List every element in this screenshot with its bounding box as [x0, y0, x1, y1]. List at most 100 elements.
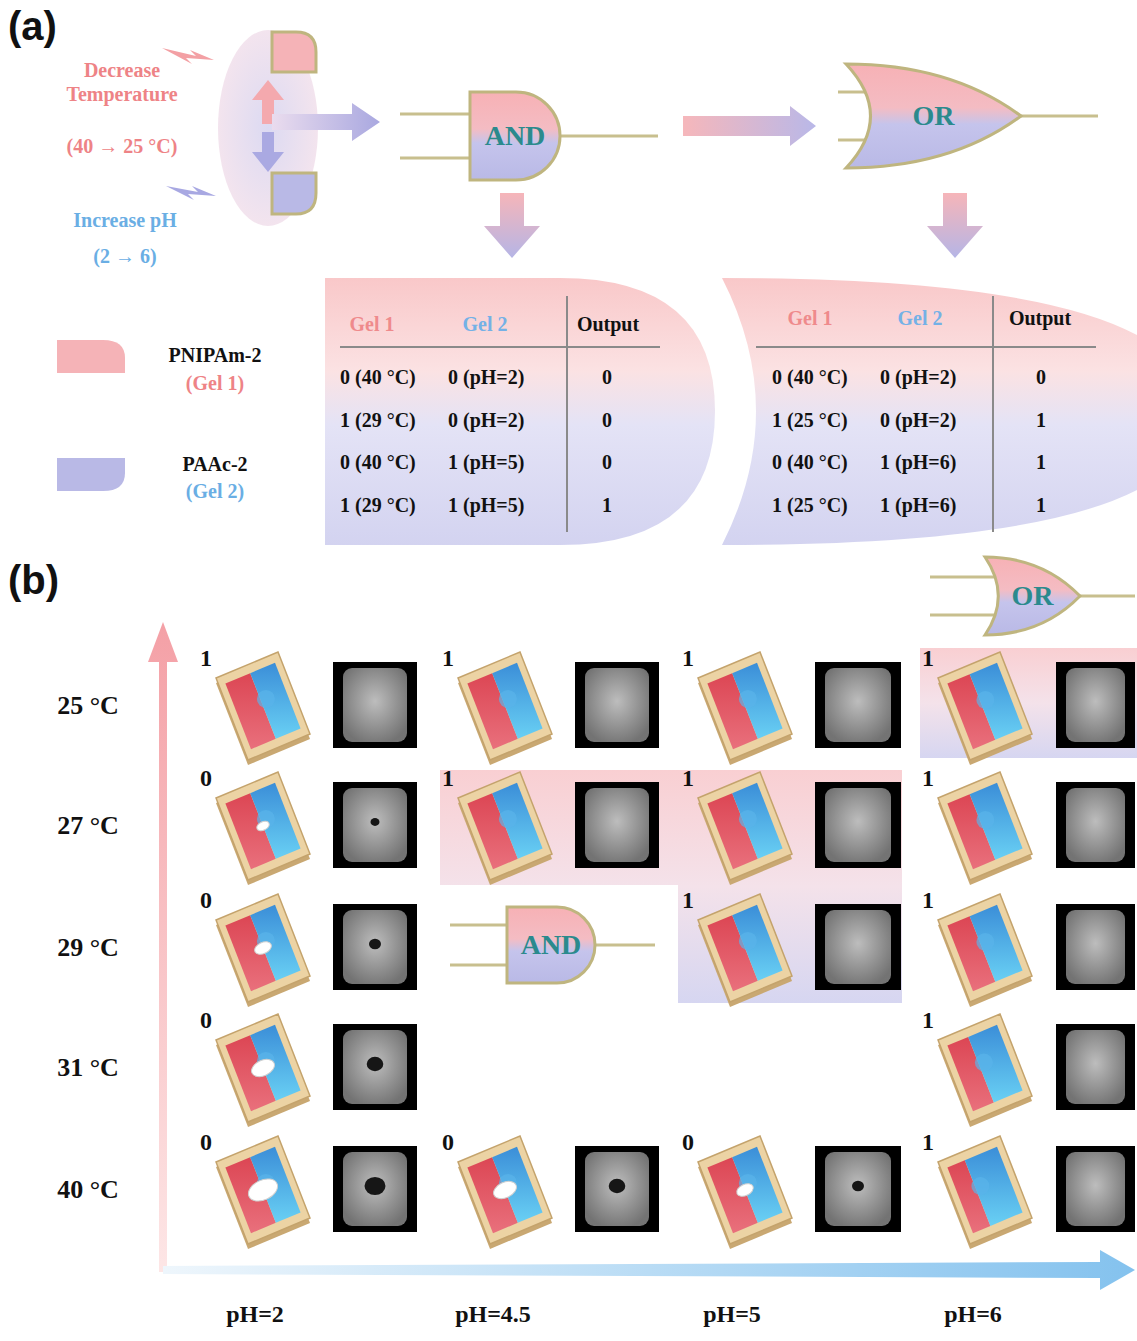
output-digit: 1 [922, 1128, 934, 1157]
gel-photo-body [343, 668, 407, 742]
label: Decrease Temperature [47, 58, 197, 106]
gel-photo-body [825, 910, 891, 984]
gel-texture [499, 810, 517, 828]
gel-photo [1056, 662, 1135, 748]
flow-arrow [683, 106, 816, 146]
label: (2 → 6) [93, 244, 156, 268]
paac-gel [492, 663, 542, 739]
gel-photo-body [1066, 788, 1125, 862]
gel-texture [499, 690, 517, 708]
input-wire [400, 113, 470, 116]
table-cell: 1 [1036, 450, 1046, 474]
down-arrow [252, 132, 284, 172]
table-cell: 1 (pH=5) [448, 493, 524, 517]
table-cell: 0 (pH=2) [448, 408, 524, 432]
photo-gap [609, 1179, 626, 1193]
gel-photo [1056, 1024, 1135, 1110]
paac-gel [250, 663, 300, 739]
paac-gel [250, 783, 300, 859]
output-digit: 1 [682, 644, 694, 673]
gel-tray [458, 1136, 552, 1244]
table-cell: 1 [1036, 408, 1046, 432]
gate-body [985, 557, 1080, 635]
gel-texture [257, 690, 275, 708]
gel-photo [575, 782, 659, 868]
gel-tray [938, 652, 1032, 760]
gel-photo [333, 904, 417, 990]
table-cell: 1 (pH=6) [880, 450, 956, 474]
gel-photo-body [585, 668, 649, 742]
gate-body [507, 907, 595, 983]
gel-photo-body [825, 788, 891, 862]
gel-tray [216, 1014, 310, 1122]
gel-photo-body [1066, 910, 1125, 984]
paac-gel [970, 663, 1023, 740]
gel-photo-body [343, 788, 407, 862]
output-wire [1021, 115, 1098, 118]
gate-label: AND [485, 122, 546, 150]
table-rule [340, 346, 660, 348]
gel-photo [333, 662, 417, 748]
table-cell: 1 (25 °C) [772, 493, 848, 517]
output-wire [1080, 595, 1135, 598]
and-region [440, 770, 902, 1003]
table-rule [756, 346, 1096, 348]
gel-gap [735, 1181, 756, 1199]
paac-gel [732, 663, 782, 739]
gate-body [470, 92, 560, 180]
label: (40 → 25 °C) [67, 134, 178, 158]
temperature-tick: 27 °C [57, 810, 119, 841]
temperature-tick: 29 °C [57, 932, 119, 963]
output-digit: 0 [200, 764, 212, 793]
gel-photo-body [825, 668, 891, 742]
output-wire [595, 944, 655, 947]
gel1-half-gate [272, 32, 316, 72]
table-cell: 0 (40 °C) [340, 450, 416, 474]
table-rule [992, 296, 994, 532]
input-arrow [272, 103, 380, 141]
gel-gap [255, 819, 271, 832]
input-wire [450, 964, 507, 967]
output-digit: 1 [922, 886, 934, 915]
legend-text: PAAc-2 [182, 452, 247, 476]
gel-photo [815, 904, 901, 990]
gate-label: OR [1012, 582, 1054, 610]
gel-gap [249, 1056, 277, 1080]
table-cell: Output [577, 312, 639, 336]
output-digit: 1 [442, 764, 454, 793]
paac-gel [492, 783, 542, 859]
gel-cells [216, 652, 1135, 1249]
gate-shape [838, 62, 1098, 170]
gel-texture [971, 1177, 989, 1195]
panel-letter: (b) [8, 556, 59, 604]
gel-texture [976, 811, 994, 829]
gel-gap [491, 1178, 519, 1202]
gate-label: AND [521, 931, 582, 959]
gel-photo [575, 662, 659, 748]
input-wire [400, 157, 470, 160]
table-cell: 0 [602, 450, 612, 474]
gel-tray [698, 652, 792, 760]
pink-spark [162, 48, 214, 64]
blue-spark [166, 186, 216, 200]
table-cell: Gel 2 [898, 306, 943, 330]
ph-tick: pH=2 [226, 1300, 284, 1329]
label: Increase pH [73, 208, 177, 232]
photo-gap [371, 818, 380, 826]
table-rule [566, 296, 568, 532]
and-down-arrow [484, 193, 540, 258]
gel-tray [938, 1136, 1032, 1244]
gel-texture [739, 690, 757, 708]
output-digit: 0 [200, 886, 212, 915]
gel-texture [975, 1054, 993, 1072]
label: (Gel 2) [186, 479, 244, 503]
table-cell: Gel 1 [350, 312, 395, 336]
gel-photo-body [1066, 1030, 1125, 1104]
table-cell: 1 [1036, 493, 1046, 517]
input-wire [450, 924, 507, 927]
table-cell: Gel 2 [463, 312, 508, 336]
output-digit: 1 [922, 764, 934, 793]
gate-label: OR [913, 102, 955, 130]
